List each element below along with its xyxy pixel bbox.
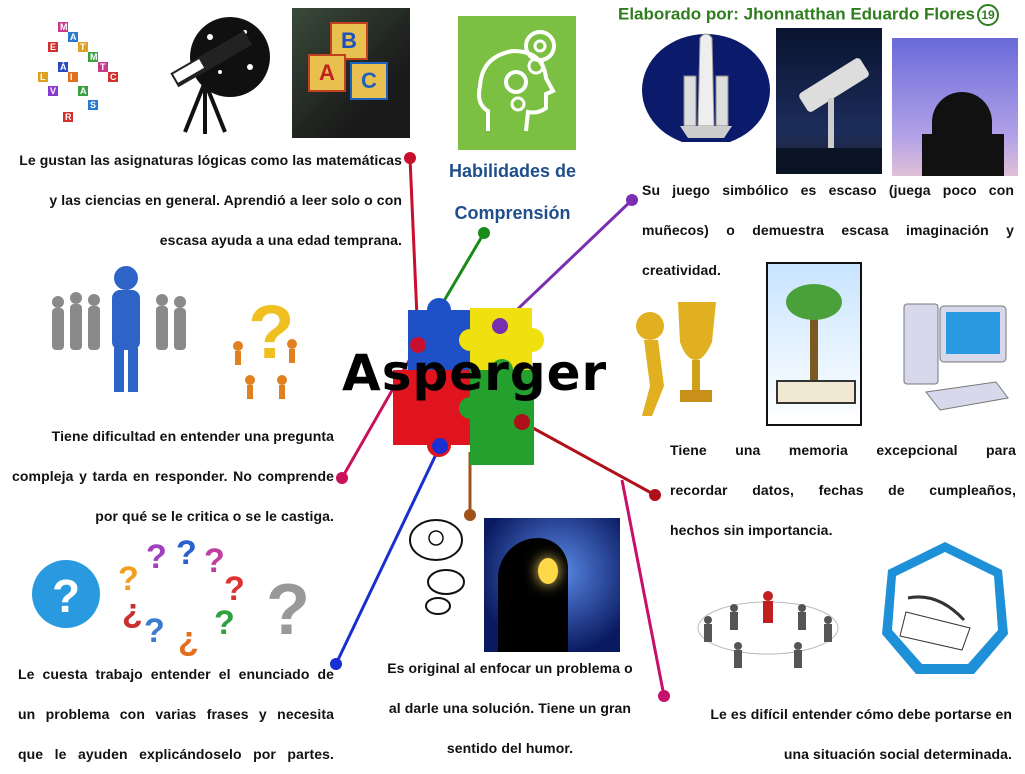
text-line: por qué se le critica o se le castiga. — [95, 508, 334, 524]
abc-blocks-icon: B A C — [292, 8, 410, 138]
text-line: muñecos) o demuestra escasa imaginación … — [642, 222, 1014, 238]
social-network-icon — [697, 591, 839, 668]
crowd-icon — [52, 266, 186, 392]
question-marks-icon: ? ? ? ? ? ? ? ¿ ? ¿ ? — [32, 538, 310, 656]
svg-text:¿: ¿ — [122, 592, 143, 630]
text-line: Le es difícil entender cómo debe portars… — [710, 706, 1012, 722]
tree-book-icon — [766, 262, 862, 426]
text-symbolic: Su juego simbólico es escaso (juega poco… — [642, 170, 1014, 290]
connector-question — [340, 344, 420, 479]
svg-text:C: C — [110, 72, 117, 82]
text-line: Le cuesta trabajo entender el enunciado … — [18, 666, 334, 682]
text-line: Le gustan las asignaturas lógicas como l… — [19, 152, 402, 168]
connector-memory — [521, 420, 656, 497]
central-title: Asperger — [342, 344, 608, 402]
svg-text:A: A — [80, 86, 87, 96]
text-line: sentido del humor. — [446, 740, 574, 756]
text-line: Su juego simbólico es escaso (juega poco… — [642, 182, 1014, 198]
text-question: Tiene dificultad en entender una pregunt… — [12, 416, 334, 536]
lightbulb-head-icon — [484, 518, 620, 652]
subtitle-line-1: Habilidades de — [448, 161, 577, 181]
svg-text:E: E — [50, 42, 56, 52]
text-line: escasa ayuda a una edad temprana. — [159, 232, 402, 248]
connector-dot — [658, 690, 670, 702]
connector-dot — [478, 227, 490, 239]
thought-bubble-icon — [409, 519, 465, 615]
text-statement: Le cuesta trabajo entender el enunciado … — [18, 654, 334, 774]
svg-text:S: S — [90, 100, 96, 110]
subtitle-line-2: Comprensión — [454, 203, 571, 223]
text-memory: Tiene una memoria excepcional para recor… — [670, 430, 1016, 550]
connector-statement — [334, 445, 442, 665]
svg-text:Á: Á — [60, 62, 67, 72]
svg-text:?: ? — [144, 612, 165, 650]
gear-head-icon — [458, 16, 576, 150]
trophy-icon — [636, 302, 716, 416]
text-line: un problema con varias frases y necesita — [18, 706, 334, 722]
text-math: Le gustan las asignaturas lógicas como l… — [2, 140, 402, 260]
observatory-telescope-icon — [776, 28, 882, 174]
block-letter: C — [350, 62, 388, 100]
connector-dot — [626, 194, 638, 206]
svg-text:?: ? — [204, 542, 225, 580]
connector-math — [408, 157, 420, 341]
block-letter: A — [308, 54, 346, 92]
puzzle-icon — [393, 298, 544, 465]
svg-text:?: ? — [52, 570, 80, 622]
text-line: Tiene una memoria excepcional para — [670, 442, 1016, 458]
text-social: Le es difícil entender cómo debe portars… — [672, 694, 1012, 774]
svg-text:R: R — [65, 112, 72, 122]
text-line: que le ayuden explicándoselo por partes. — [18, 746, 334, 762]
computer-icon — [903, 303, 1009, 411]
svg-text:T: T — [100, 62, 106, 72]
telescope-icon — [170, 17, 270, 134]
svg-text:?: ? — [266, 570, 310, 650]
text-line: Es original al enfocar un problema o — [387, 660, 633, 676]
svg-text:?: ? — [248, 290, 294, 375]
observatory-icon — [892, 38, 1018, 176]
svg-text:¿: ¿ — [178, 620, 199, 656]
svg-text:M: M — [90, 52, 98, 62]
svg-text:?: ? — [146, 538, 167, 576]
quill-paper-icon — [882, 542, 1008, 674]
author-number: 19 — [977, 4, 1000, 26]
text-line: al darle una solución. Tiene un gran — [388, 700, 632, 716]
svg-text:?: ? — [224, 570, 245, 608]
central-subtitle: Habilidades de Comprensión — [430, 150, 595, 234]
connector-social — [620, 479, 666, 697]
connector-dot — [649, 489, 661, 501]
text-line: recordar datos, fechas de cumpleaños, — [670, 482, 1016, 498]
connector-dot — [464, 509, 476, 521]
svg-text:M: M — [60, 22, 68, 32]
connector-dot — [330, 658, 342, 670]
text-line: Tiene dificultad en entender una pregunt… — [51, 428, 334, 444]
svg-text:?: ? — [214, 604, 235, 642]
block-letter: B — [330, 22, 368, 60]
connector-dot — [336, 472, 348, 484]
question-figures-icon: ? — [233, 290, 297, 399]
svg-text:V: V — [50, 86, 56, 96]
connector-dot — [404, 152, 416, 164]
text-line: y las ciencias en general. Aprendió a le… — [49, 192, 402, 208]
text-line: una situación social determinada. — [783, 746, 1012, 762]
text-original: Es original al enfocar un problema o al … — [374, 648, 646, 768]
svg-text:?: ? — [176, 538, 197, 572]
author-credit: Elaborado por: Jhonnatthan Eduardo Flore… — [618, 4, 1000, 26]
text-line: creatividad. — [642, 262, 722, 278]
connector-symbolic — [498, 198, 634, 328]
svg-text:?: ? — [118, 560, 139, 598]
svg-text:T: T — [80, 42, 86, 52]
svg-text:L: L — [40, 72, 46, 82]
text-line: compleja y tarda en responder. No compre… — [12, 468, 334, 484]
author-label: Elaborado por: Jhonnatthan Eduardo Flore… — [618, 4, 976, 24]
svg-text:A: A — [70, 32, 77, 42]
text-line: hechos sin importancia. — [670, 522, 833, 538]
crossword-icon: M A T E M Á T I C A S L V R — [38, 22, 118, 122]
svg-text:I: I — [70, 72, 73, 82]
rocket-icon — [642, 33, 770, 142]
